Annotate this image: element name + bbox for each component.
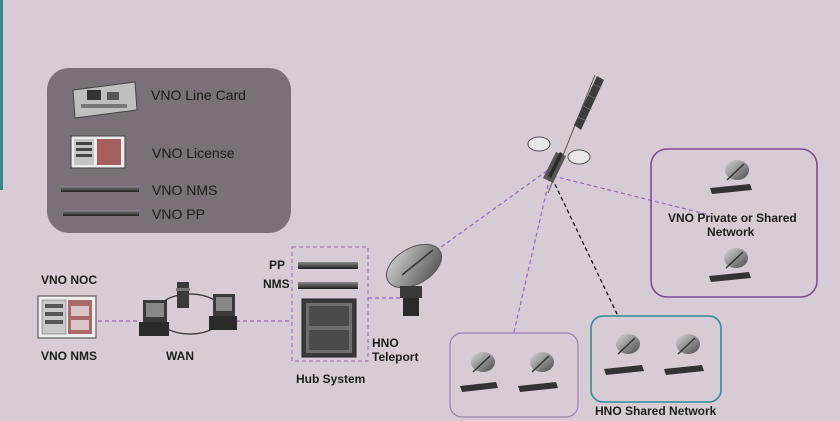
satellite-icon xyxy=(527,74,604,194)
hub-nms-label: NMS xyxy=(263,277,290,291)
hub-pp-rack-icon xyxy=(298,262,358,269)
line-card-icon xyxy=(72,81,138,119)
link-satellite-hno-shared xyxy=(551,177,619,317)
teleport-label-line1: HNO xyxy=(372,336,399,350)
legend-label-line-card: VNO Line Card xyxy=(151,87,246,103)
hub-pp-label: PP xyxy=(269,258,286,272)
vno-private-network-label-line1: VNO Private or Shared xyxy=(668,211,797,225)
hno-dish-2-icon xyxy=(664,334,704,375)
remote-group-box xyxy=(449,332,579,418)
nms-rack-icon xyxy=(61,186,139,192)
hno-dish-1-icon xyxy=(604,334,644,375)
remote-dish-2-icon xyxy=(518,352,558,392)
wan-workstation-right-icon xyxy=(209,294,237,330)
legend-icons xyxy=(61,81,139,216)
wan-workstation-top-icon xyxy=(176,282,190,308)
noc-top-label: VNO NOC xyxy=(41,273,98,287)
link-teleport-satellite xyxy=(429,169,549,256)
hno-shared-network-label: HNO Shared Network xyxy=(595,404,717,418)
vno-noc-workstation-icon xyxy=(37,295,97,339)
connection-lines xyxy=(98,169,707,333)
hub-nms-rack-icon xyxy=(298,282,358,289)
wan-workstation-left-icon xyxy=(139,300,169,336)
teleport-label-line2: Teleport xyxy=(372,350,419,364)
hno-shared-network-box xyxy=(590,315,722,403)
hub-cabinet-icon xyxy=(301,298,357,358)
left-accent-bar xyxy=(0,0,3,190)
vno-private-network-box xyxy=(650,148,818,298)
remote-dish-1-icon xyxy=(460,352,498,392)
link-satellite-private xyxy=(552,175,707,215)
vno-private-network-label-line2: Network xyxy=(707,225,755,239)
hub-system-box xyxy=(291,246,369,362)
wan-label: WAN xyxy=(166,349,194,363)
legend-label-license: VNO License xyxy=(152,145,235,161)
legend-label-pp: VNO PP xyxy=(152,206,205,222)
noc-bottom-label: VNO NMS xyxy=(41,349,98,363)
legend-label-nms: VNO NMS xyxy=(152,182,218,198)
license-icon xyxy=(70,135,126,169)
vno-dish-2-icon xyxy=(709,248,751,282)
teleport-dish-icon xyxy=(386,243,442,316)
hub-system-label: Hub System xyxy=(296,372,366,386)
vno-dish-1-icon xyxy=(710,160,752,194)
legend-box: VNO Line Card VNO License VNO NMS VNO PP xyxy=(47,68,291,233)
link-satellite-left-group xyxy=(513,184,549,333)
pp-rack-icon xyxy=(63,210,139,216)
